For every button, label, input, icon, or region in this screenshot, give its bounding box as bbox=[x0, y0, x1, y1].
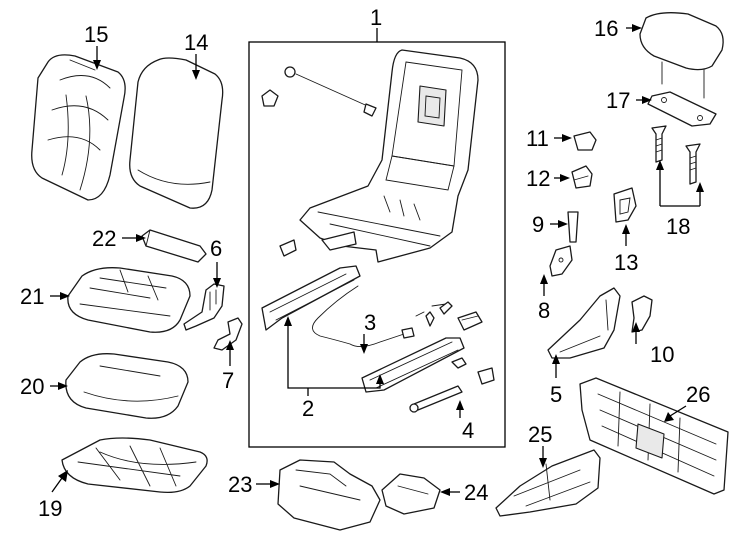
part-1-rod-and-clips bbox=[261, 66, 377, 117]
callout-4: 4 bbox=[462, 418, 474, 443]
callout-11: 11 bbox=[526, 126, 549, 151]
callout-13: 13 bbox=[614, 250, 638, 275]
part-14-seatback-pad[interactable] bbox=[129, 57, 224, 209]
part-12-cap[interactable] bbox=[571, 165, 593, 189]
part-26-rear-panel[interactable] bbox=[579, 377, 729, 495]
callout-18: 18 bbox=[666, 214, 690, 239]
callout-19: 19 bbox=[38, 496, 62, 521]
callout-labels: 1 15 14 16 17 11 12 18 9 13 22 6 21 8 3 … bbox=[20, 5, 710, 521]
callout-14: 14 bbox=[184, 30, 208, 55]
callout-10: 10 bbox=[650, 342, 674, 367]
part-15-seatback-cover[interactable] bbox=[31, 54, 126, 201]
callout-7: 7 bbox=[222, 368, 234, 393]
callout-2: 2 bbox=[302, 396, 314, 421]
callout-25: 25 bbox=[528, 422, 552, 447]
part-24-trim[interactable] bbox=[381, 473, 441, 515]
callout-21: 21 bbox=[20, 284, 44, 309]
part-22-trim-strip[interactable] bbox=[141, 229, 207, 263]
callout-20: 20 bbox=[20, 374, 44, 399]
callout-1: 1 bbox=[370, 5, 382, 30]
part-19-cushion-tray[interactable] bbox=[61, 437, 208, 494]
callout-26: 26 bbox=[686, 382, 710, 407]
callout-3: 3 bbox=[364, 310, 376, 335]
leader-lines bbox=[50, 24, 704, 496]
part-9-bracket[interactable] bbox=[567, 211, 579, 243]
part-5-side-trim[interactable] bbox=[547, 287, 621, 359]
callout-8: 8 bbox=[538, 298, 550, 323]
callout-17: 17 bbox=[606, 88, 630, 113]
part-16-headrest[interactable] bbox=[639, 12, 724, 99]
part-6-side-bracket[interactable] bbox=[183, 283, 225, 331]
callout-6: 6 bbox=[210, 236, 222, 261]
callout-12: 12 bbox=[526, 166, 550, 191]
part-20-cushion-pad[interactable] bbox=[65, 353, 189, 419]
callout-23: 23 bbox=[228, 472, 252, 497]
part-4-gas-strut[interactable] bbox=[409, 357, 495, 413]
callout-15: 15 bbox=[84, 22, 108, 47]
part-13-guide[interactable] bbox=[613, 187, 637, 223]
callout-24: 24 bbox=[464, 480, 488, 505]
part-25-side-shield[interactable] bbox=[495, 449, 601, 517]
callout-5: 5 bbox=[550, 382, 562, 407]
part-2-seat-tracks[interactable] bbox=[261, 239, 465, 393]
callout-16: 16 bbox=[594, 16, 618, 41]
part-18-screws[interactable] bbox=[651, 125, 701, 185]
part-10-trim[interactable] bbox=[631, 295, 653, 333]
part-21-cushion-cover[interactable] bbox=[67, 267, 191, 333]
part-3-cable[interactable] bbox=[312, 285, 447, 347]
callout-22: 22 bbox=[92, 226, 116, 251]
part-11-clip[interactable] bbox=[573, 131, 597, 151]
part-17-plate[interactable] bbox=[647, 91, 717, 127]
callout-9: 9 bbox=[532, 212, 544, 237]
part-3-small-clips bbox=[425, 301, 483, 331]
part-7-small-bracket[interactable] bbox=[213, 317, 243, 351]
part-8-bracket[interactable] bbox=[549, 245, 573, 277]
part-1-seat-frame[interactable] bbox=[299, 49, 479, 263]
part-23-cushion-front[interactable] bbox=[277, 459, 381, 531]
